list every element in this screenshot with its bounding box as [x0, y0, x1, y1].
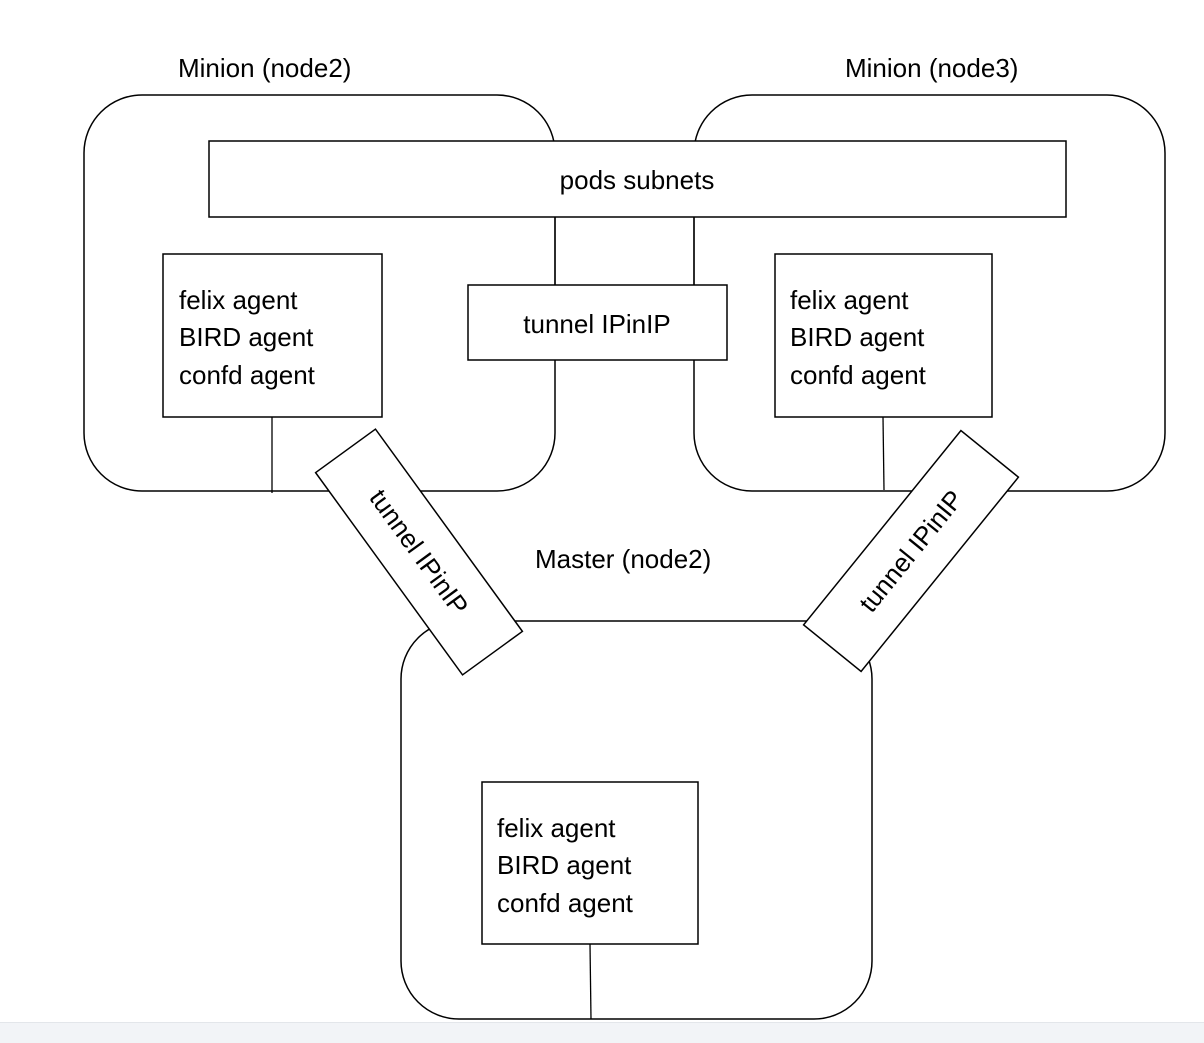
tunnel-left-box — [314, 428, 524, 676]
bottom-bar — [0, 1022, 1204, 1043]
tunnel-center-label: tunnel IPinIP — [523, 309, 670, 339]
minion-node3-label: Minion (node3) — [845, 53, 1018, 83]
agents-node3-connector — [882, 416, 885, 491]
agents-text-master: felix agent BIRD agent confd agent — [497, 813, 639, 918]
agent-bird: BIRD agent — [497, 850, 632, 880]
minion-node2-label: Minion (node2) — [178, 53, 351, 83]
agent-confd: confd agent — [179, 360, 316, 390]
agent-felix: felix agent — [179, 285, 298, 315]
agents-box-master — [481, 781, 699, 945]
agent-bird: BIRD agent — [179, 322, 314, 352]
agent-bird: BIRD agent — [790, 322, 925, 352]
master-node2-label: Master (node2) — [535, 544, 711, 574]
agent-confd: confd agent — [497, 888, 634, 918]
agents-text-node3: felix agent BIRD agent confd agent — [790, 285, 932, 390]
pods-subnets-box — [208, 140, 1067, 218]
tunnel-center-box — [467, 284, 728, 361]
agents-master-connector — [589, 943, 592, 1020]
agent-felix: felix agent — [497, 813, 616, 843]
tunnel-right-box — [802, 429, 1020, 673]
agent-felix: felix agent — [790, 285, 909, 315]
pods-subnets-label: pods subnets — [560, 165, 715, 195]
agents-text-node2: felix agent BIRD agent confd agent — [179, 285, 321, 390]
agents-box-node2 — [162, 253, 383, 418]
agent-confd: confd agent — [790, 360, 927, 390]
